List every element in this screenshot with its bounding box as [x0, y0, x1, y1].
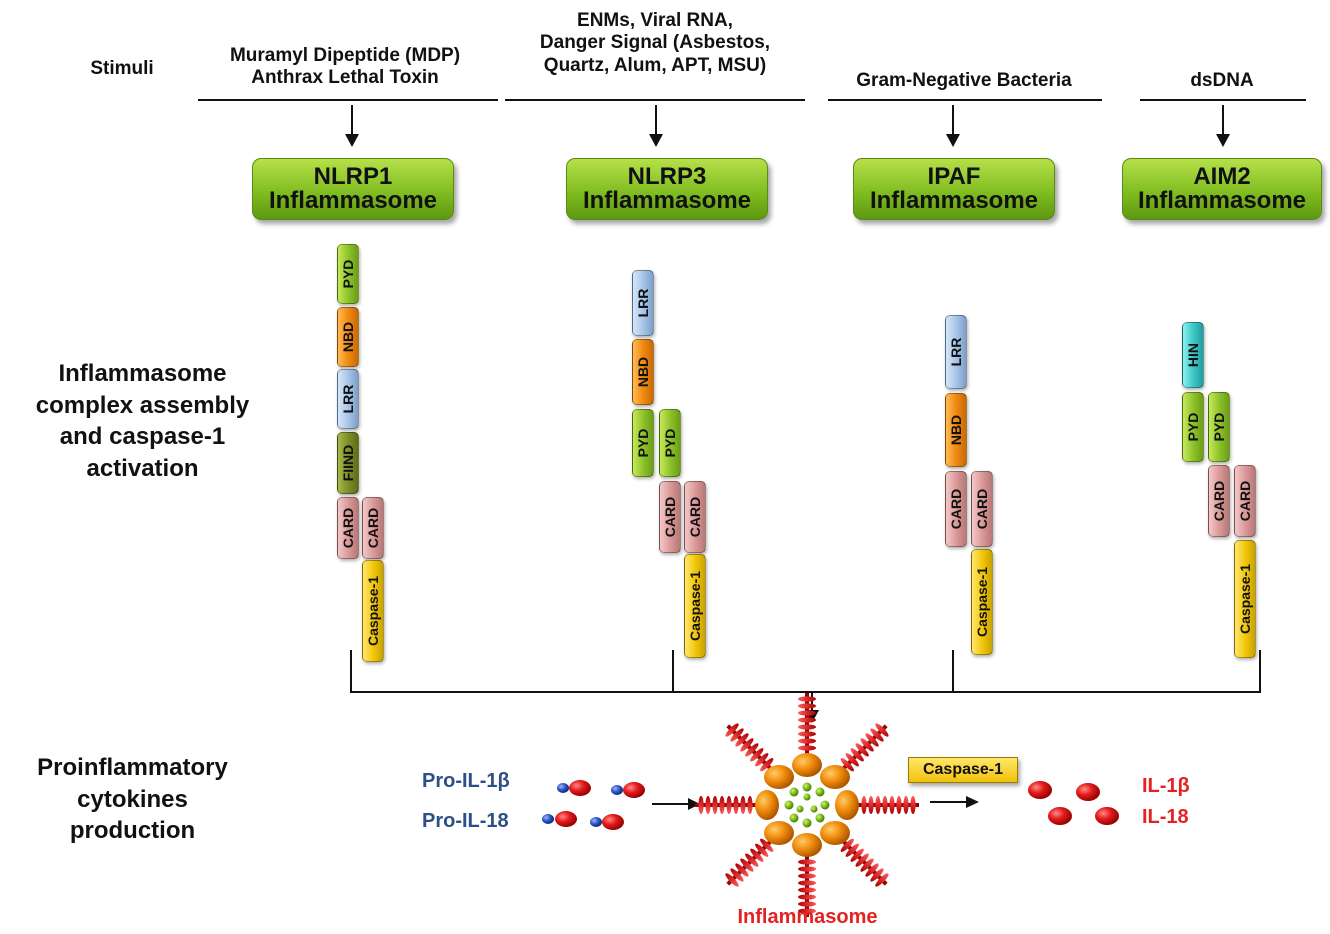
aim2-hin-domain: HIN — [1182, 322, 1204, 388]
caspase-1-cleavage-label: Caspase-1 — [908, 757, 1018, 783]
stimulus-aim2: dsDNA — [1190, 70, 1254, 91]
stimulus-underline-aim2 — [1140, 99, 1306, 101]
bracket-tick-ipaf — [952, 650, 954, 692]
stimulus-ipaf: Gram-Negative Bacteria — [856, 70, 1072, 91]
ipaf-inflammasome-box: IPAF Inflammasome — [853, 158, 1055, 220]
aim2-name: AIM2 — [1193, 163, 1251, 190]
nlrp1-name: NLRP1 — [313, 163, 393, 190]
pyd-core — [784, 782, 830, 828]
ipaf-caspase-1-domain: Caspase-1 — [971, 549, 993, 655]
nlrp3-caspase-card-domain: CARD — [684, 481, 706, 553]
nlrp3-suffix: Inflammasome — [582, 187, 752, 214]
stimulus-nlrp3-line1: ENMs, Viral RNA, — [577, 10, 733, 31]
production-row-label: Proinflammatory cytokines production — [10, 752, 255, 847]
ipaf-caspase-card-domain: CARD — [971, 471, 993, 547]
aim2-inflammasome-box: AIM2 Inflammasome — [1122, 158, 1322, 220]
ipaf-name: IPAF — [927, 163, 981, 190]
nlrp1-lrr-domain: LRR — [337, 369, 359, 429]
stimulus-nlrp1: Muramyl Dipeptide (MDP) Anthrax Lethal T… — [195, 45, 495, 90]
nlrp3-caspase-1-domain: Caspase-1 — [684, 554, 706, 658]
nlrp1-card-domain: CARD — [337, 497, 359, 559]
stimuli-label: Stimuli — [90, 58, 154, 79]
pro-il-18-molecules — [542, 811, 624, 830]
pro-il-1b-molecules — [557, 780, 645, 798]
pro-il-1b-label: Pro-IL-1β — [422, 770, 510, 792]
nlrp3-inflammasome-box: NLRP3 Inflammasome — [566, 158, 768, 220]
nlrp1-pyd-domain: PYD — [337, 244, 359, 304]
assembly-label-line2: complex assembly — [35, 391, 250, 419]
pro-il-18-label: Pro-IL-18 — [422, 810, 509, 832]
aim2-asc-card-domain: CARD — [1208, 465, 1230, 537]
stimulus-underline-nlrp1 — [198, 99, 498, 101]
stimulus-underline-ipaf — [828, 99, 1102, 101]
aim2-suffix: Inflammasome — [1137, 187, 1307, 214]
production-label-line3: production — [69, 817, 196, 845]
arrow-down-nlrp1 — [345, 105, 359, 147]
nlrp3-asc-pyd-domain: PYD — [659, 409, 681, 477]
arrow-pro-to-inflammasome — [652, 798, 700, 810]
aim2-pyd-domain: PYD — [1182, 392, 1204, 462]
stimulus-nlrp3: ENMs, Viral RNA, Danger Signal (Asbestos… — [500, 10, 810, 77]
ipaf-card-domain: CARD — [945, 471, 967, 547]
ipaf-lrr-domain: LRR — [945, 315, 967, 389]
inflammasome-caption: Inflammasome — [737, 906, 878, 928]
nlrp3-pyd-domain: PYD — [632, 409, 654, 477]
production-label-line2: cytokines — [77, 785, 188, 813]
nlrp1-suffix: Inflammasome — [268, 187, 438, 214]
ipaf-nbd-domain: NBD — [945, 393, 967, 467]
assembly-label-line1: Inflammasome — [58, 360, 227, 387]
stimulus-nlrp1-line1: Muramyl Dipeptide (MDP) — [229, 45, 461, 66]
production-label-line1: Proinflammatory — [37, 754, 228, 781]
nlrp3-lrr-domain: LRR — [632, 270, 654, 336]
nlrp1-nbd-domain: NBD — [337, 307, 359, 367]
nlrp1-caspase-1-domain: Caspase-1 — [362, 560, 384, 662]
bracket-tick-aim2 — [1259, 650, 1261, 692]
aim2-asc-pyd-domain: PYD — [1208, 392, 1230, 462]
nlrp3-nbd-domain: NBD — [632, 339, 654, 405]
nbd-ring — [755, 753, 859, 857]
assembly-label-line3: and caspase-1 — [59, 423, 226, 451]
stimulus-underline-nlrp3 — [505, 99, 805, 101]
il-1b-label: IL-1β — [1142, 775, 1190, 797]
stimulus-nlrp3-line3: Quartz, Alum, APT, MSU) — [543, 54, 767, 76]
ipaf-suffix: Inflammasome — [869, 187, 1039, 214]
nlrp1-inflammasome-box: NLRP1 Inflammasome — [252, 158, 454, 220]
arrow-down-aim2 — [1216, 105, 1230, 147]
bracket-tick-nlrp3 — [672, 650, 674, 692]
nlrp3-asc-card-domain: CARD — [659, 481, 681, 553]
nlrp1-caspase-card-domain: CARD — [362, 497, 384, 559]
aim2-caspase-1-domain: Caspase-1 — [1234, 540, 1256, 658]
stimulus-nlrp3-line2: Danger Signal (Asbestos, — [539, 32, 771, 54]
assembly-label-line4: activation — [86, 455, 199, 483]
arrow-down-nlrp3 — [649, 105, 663, 147]
nlrp3-name: NLRP3 — [627, 163, 707, 190]
arrow-inflammasome-to-mature — [930, 796, 979, 808]
arrow-down-ipaf — [946, 105, 960, 147]
bracket-tick-nlrp1 — [350, 650, 352, 692]
il-18-label: IL-18 — [1142, 806, 1189, 828]
assembly-row-label: Inflammasome complex assembly and caspas… — [10, 358, 275, 485]
mature-cytokine-molecules — [1028, 781, 1119, 825]
nlrp1-fiind-domain: FIIND — [337, 432, 359, 494]
aim2-caspase-card-domain: CARD — [1234, 465, 1256, 537]
inflammasome-wheel — [695, 693, 919, 917]
bracket-bar — [350, 691, 1261, 693]
stimulus-nlrp1-line2: Anthrax Lethal Toxin — [251, 67, 439, 89]
